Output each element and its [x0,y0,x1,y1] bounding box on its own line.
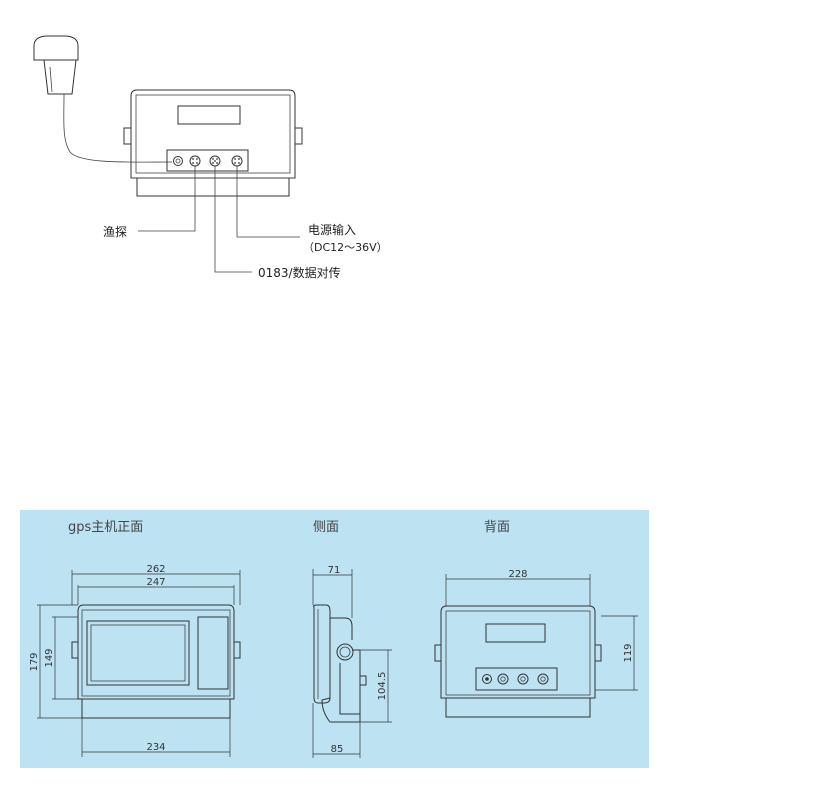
power-label: 电源输入 [308,222,356,237]
side-base-depth: 85 [331,744,344,755]
back-view-title: 背面 [484,520,510,535]
front-width-outer: 262 [146,564,165,575]
fishfinder-label: 渔探 [103,225,127,239]
antenna-connector-icon [173,156,183,166]
data-label: 0183/数据对传 [258,265,341,280]
front-height-inner: 149 [44,648,55,667]
front-height-outer: 179 [29,652,40,671]
front-width-inner: 247 [146,577,165,588]
dimension-panel: gps主机正面 侧面 背面 262 247 [20,510,649,768]
side-bracket-knob [336,643,354,661]
side-height: 104.5 [377,672,388,701]
power-leader [236,166,300,238]
dimension-panel-bg [20,510,649,768]
front-screen [86,620,190,686]
fishfinder-connector-icon [189,155,201,167]
data-leader [214,166,252,273]
back-connector-panel [475,667,558,691]
power-connector-icon [231,155,243,167]
connection-diagram: 渔探 电源输入 （DC12～36V） 0183/数据对传 [33,35,388,280]
front-view-title: gps主机正面 [68,520,143,535]
antenna-cable [63,93,173,163]
antenna-icon [33,35,79,95]
main-unit-rear [123,89,303,197]
display-window [177,105,241,125]
data-connector-icon [209,155,221,167]
side-view-title: 侧面 [313,520,339,535]
power-spec: （DC12～36V） [303,241,388,254]
front-keypad [197,616,229,690]
back-width: 228 [508,569,527,580]
back-height: 119 [623,643,634,662]
front-base-width: 234 [146,742,165,753]
back-view: 228 119 [434,569,638,718]
back-display [485,623,546,643]
side-view: 71 104.5 85 [312,565,392,758]
front-view: 262 247 179 149 234 [29,564,241,757]
side-top-depth: 71 [328,565,341,576]
connector-panel [166,149,249,172]
fishfinder-leader [138,166,196,232]
